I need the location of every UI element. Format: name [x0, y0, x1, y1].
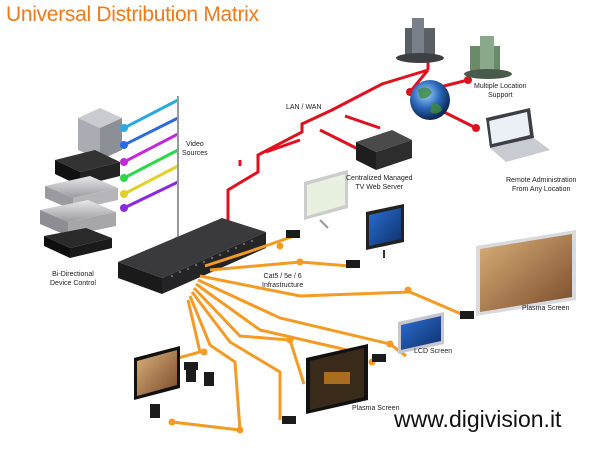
network-nodes	[224, 52, 480, 232]
device-control-label: Bi-Directional Device Control	[50, 271, 96, 287]
monitor-mid	[366, 204, 404, 258]
diagram-title: Universal Distribution Matrix	[6, 3, 259, 26]
video-sources-label: Video Sources	[182, 141, 208, 157]
laptop-icon	[486, 108, 550, 162]
building-icon	[396, 18, 444, 63]
lcd-screen-label: LCD Screen	[414, 348, 453, 355]
multiple-location-label: Multiple Location Support	[474, 83, 527, 99]
video-source-nodes	[120, 124, 128, 212]
lan-wan-network	[226, 56, 477, 228]
cat5-lines	[163, 234, 467, 432]
building-icon	[464, 36, 512, 79]
monitor-top	[304, 170, 348, 229]
server-icon	[356, 130, 412, 170]
globe-icon	[410, 80, 450, 120]
video-source-lines	[123, 98, 179, 210]
video-source-devices	[40, 108, 122, 258]
plasma-screen-bottom	[306, 344, 368, 414]
matrix-switch	[118, 218, 266, 294]
website-url[interactable]: www.digivision.it	[394, 406, 562, 432]
plasma-screen-bottom-label: Plasma Screen	[352, 405, 400, 412]
speaker-icons	[150, 368, 214, 418]
receiver-boxes	[184, 230, 474, 424]
tv-left	[134, 346, 180, 400]
infrastructure-label: Cat5 / 5e / 6 Infrastructure	[262, 273, 304, 289]
plasma-screen-right	[476, 230, 576, 316]
lcd-screen	[398, 312, 444, 354]
remote-admin-label: Remote Administration From Any Location	[506, 177, 577, 193]
lan-wan-label: LAN / WAN	[286, 104, 322, 111]
tv-web-server-label: Centralized Managed TV Web Server	[346, 175, 413, 191]
plasma-screen-right-label: Plasma Screen	[522, 305, 570, 312]
cat5-nodes	[168, 242, 412, 434]
